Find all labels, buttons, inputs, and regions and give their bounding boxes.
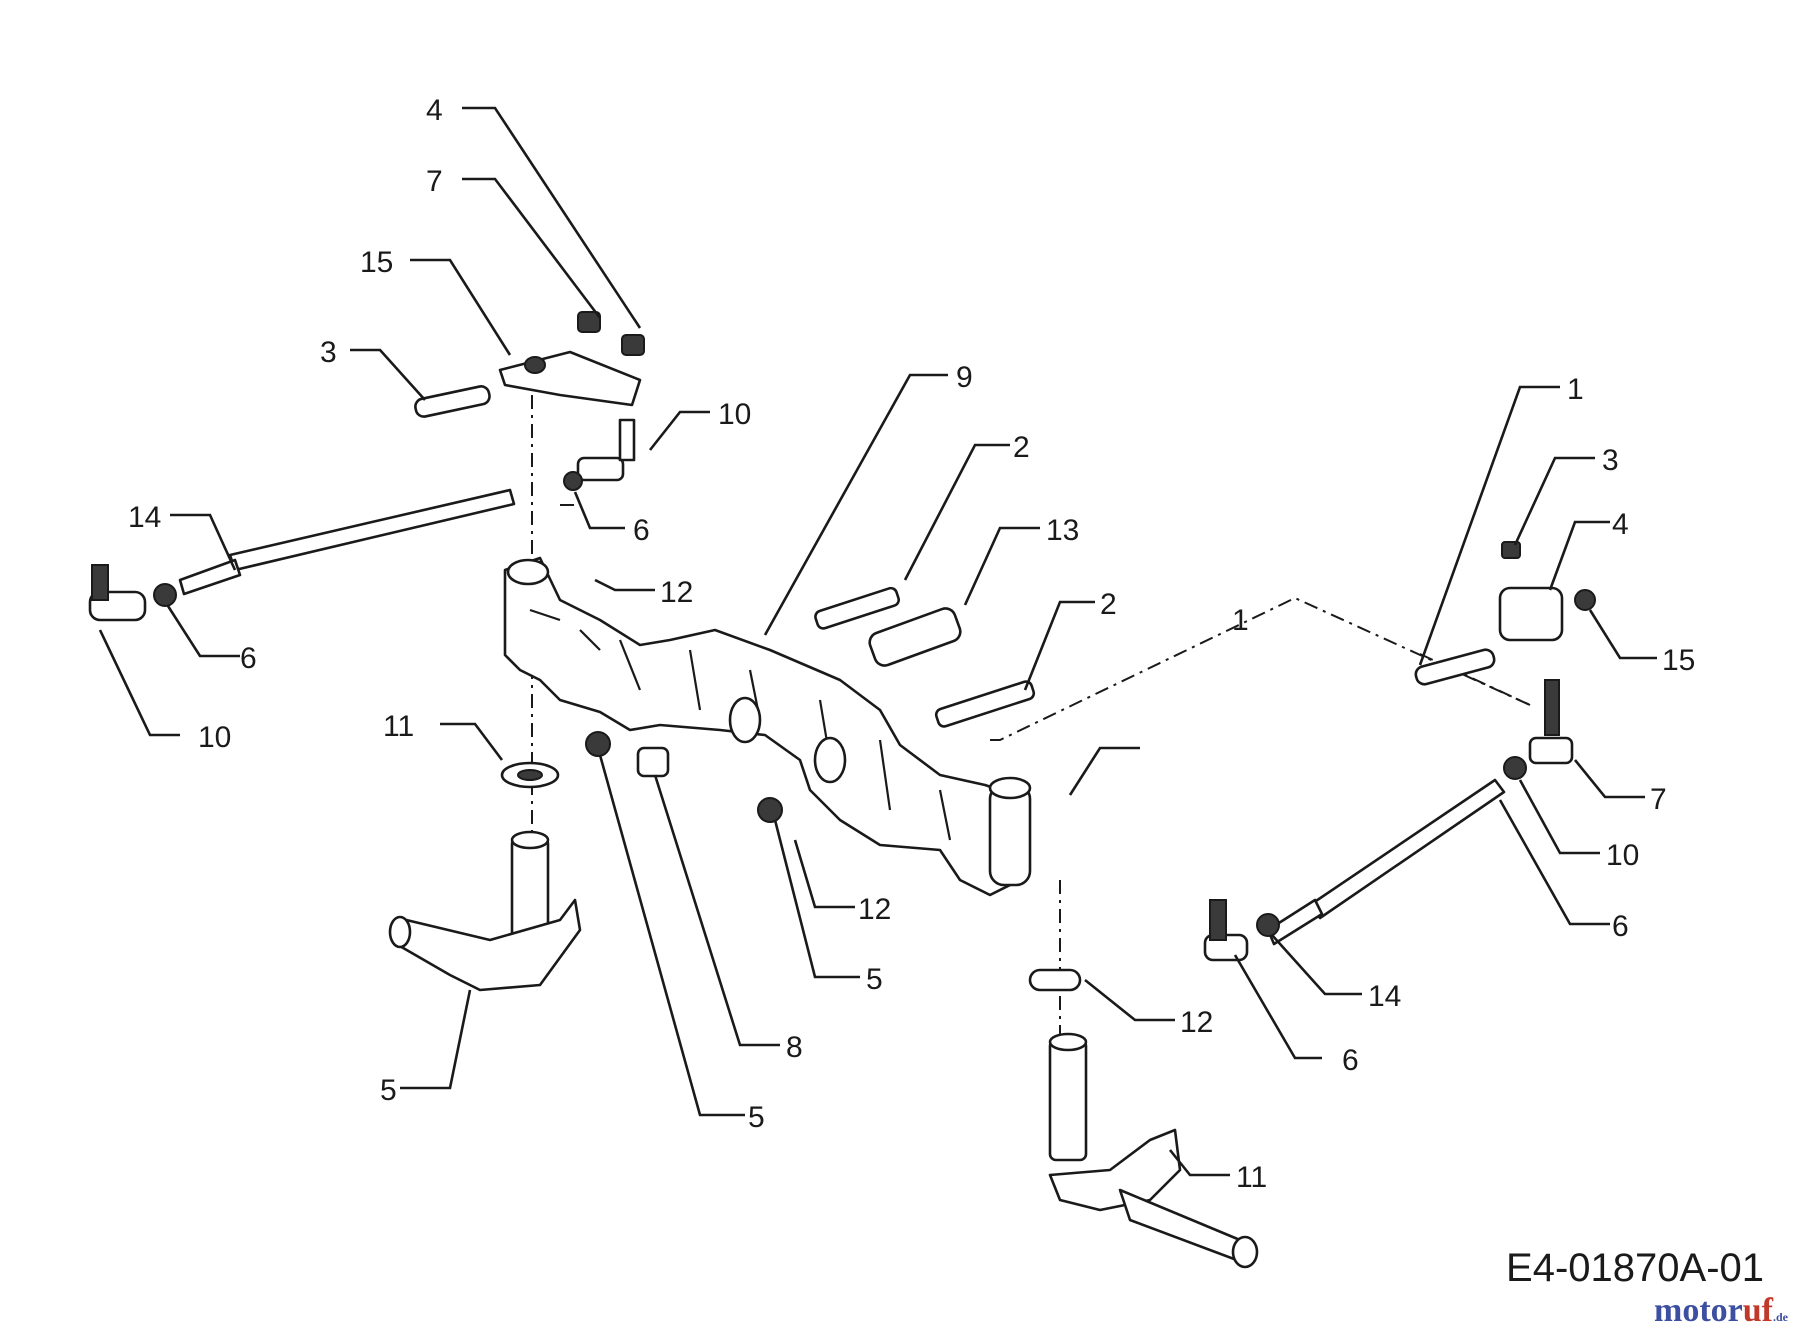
callout-label: 13 [1046,514,1079,547]
callout-label: 5 [866,963,883,996]
watermark-accent: uf [1742,1292,1773,1329]
callout-label: 5 [380,1074,397,1107]
callout-label: 6 [1612,910,1629,943]
callout-label: 9 [956,361,973,394]
callout-label: 12 [1180,1006,1213,1039]
center-hardware [585,586,1082,992]
callout-label: 5 [748,1101,765,1134]
callout-label: 1 [1232,604,1249,637]
callout-numbers: 4 7 15 3 10 14 6 6 10 12 9 2 13 2 11 5 8… [128,94,1695,1194]
callout-label: 3 [1602,444,1619,477]
callout-label: 7 [1650,783,1667,816]
callout-label: 14 [1368,980,1401,1013]
callout-label: 6 [240,642,257,675]
watermark-suffix: .de [1773,1310,1788,1324]
front-axle-beam [503,556,1032,897]
left-spindle [388,761,582,992]
callout-label: 10 [198,721,231,754]
callout-label: 4 [426,94,443,127]
callout-label: 12 [660,576,693,609]
callout-label: 1 [1567,373,1584,406]
callout-label: 6 [633,514,650,547]
callout-label: 2 [1013,431,1030,464]
callout-label: 14 [128,501,161,534]
drawing-code: E4-01870A-01 [1506,1246,1764,1290]
callout-leaders [98,106,1657,1177]
callout-label: 2 [1100,588,1117,621]
callout-label: 4 [1612,508,1629,541]
callout-label: 11 [383,710,414,743]
callout-label: 12 [858,893,891,926]
callout-label: 6 [1342,1044,1359,1077]
watermark-main: motor [1654,1292,1743,1329]
callout-label: 15 [360,246,393,279]
site-watermark: motoruf.de [1654,1292,1788,1330]
left-steering-arm [414,311,645,491]
callout-label: 11 [1236,1161,1267,1194]
callout-label: 3 [320,336,337,369]
callout-label: 10 [1606,839,1639,872]
left-tie-rod [88,488,516,622]
callout-label: 15 [1662,644,1695,677]
right-steering-arm [1414,541,1596,765]
right-tie-rod [1203,756,1527,962]
callout-label: 7 [426,165,443,198]
right-spindle [1048,1032,1259,1269]
callout-label: 10 [718,398,751,431]
callout-label: 8 [786,1031,803,1064]
